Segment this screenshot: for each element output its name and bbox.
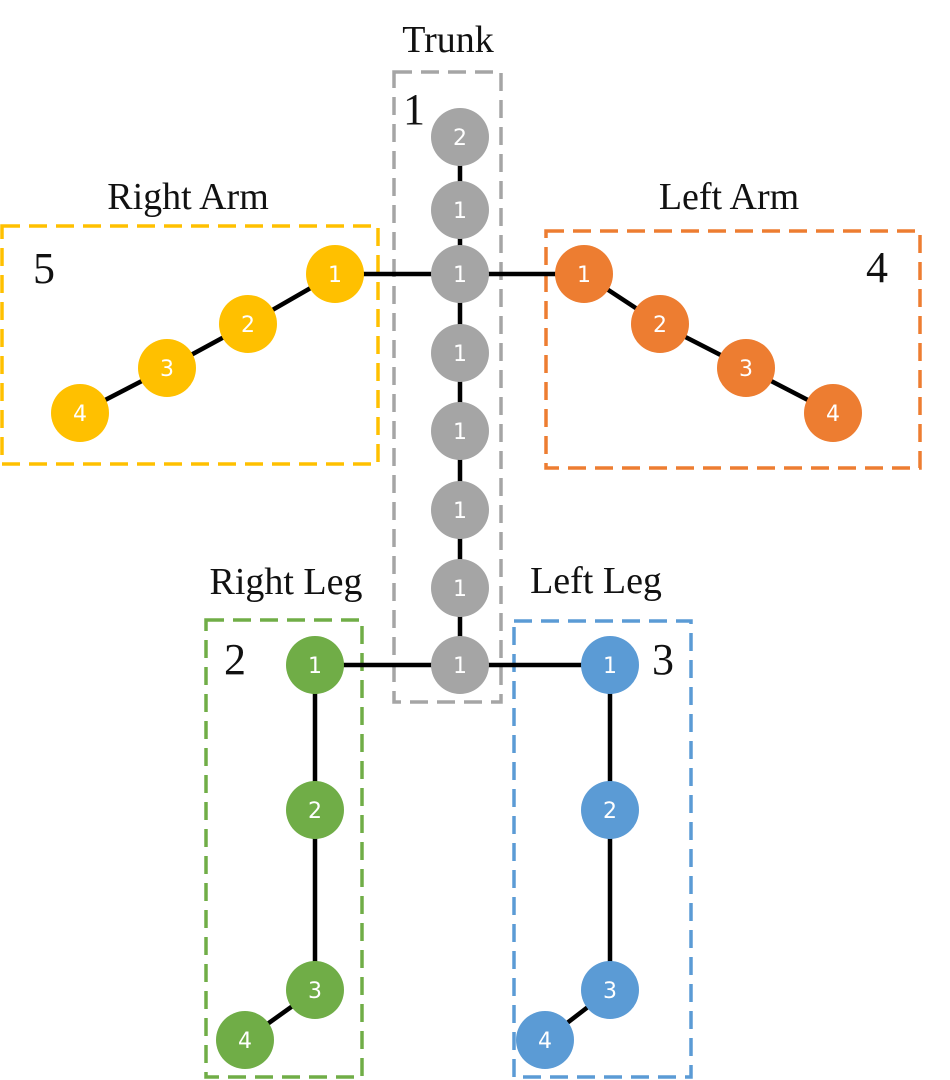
trunk-joint-circle	[431, 181, 489, 239]
right-leg-joint-label: 1	[308, 654, 322, 679]
left-arm-title: Left Arm	[659, 176, 799, 218]
right-leg-joint: 4	[216, 1011, 274, 1069]
right-leg-joint-circle	[286, 636, 344, 694]
left-leg-joint: 1	[581, 636, 639, 694]
trunk-joint-label: 1	[453, 499, 467, 524]
trunk-joint-circle	[431, 324, 489, 382]
right-arm-group-box	[0, 224, 380, 466]
trunk-group-box	[392, 70, 503, 704]
trunk-title: Trunk	[402, 19, 494, 61]
left-leg-joint: 3	[581, 961, 639, 1019]
right-arm-joint-circle	[306, 245, 364, 303]
right-arm-joint-label: 1	[328, 263, 342, 288]
left-arm-joint-label: 2	[653, 313, 667, 338]
right-arm-joint: 3	[138, 339, 196, 397]
trunk-joint: 1	[431, 481, 489, 539]
left-leg-joint-circle	[581, 781, 639, 839]
trunk-joint-circle	[431, 245, 489, 303]
right-arm-joint: 4	[51, 384, 109, 442]
right-arm-joint-circle	[219, 295, 277, 353]
right-arm-joint-label: 4	[73, 402, 87, 427]
left-leg-joint-label: 4	[538, 1029, 552, 1054]
left-leg-index: 3	[652, 635, 674, 684]
right-arm-joint-label: 2	[241, 313, 255, 338]
right-arm-index: 5	[33, 244, 55, 293]
left-leg-title: Left Leg	[530, 560, 662, 602]
trunk-joint-circle	[431, 481, 489, 539]
right-leg-index: 2	[224, 635, 246, 684]
left-arm-joint: 3	[717, 339, 775, 397]
right-arm-title: Right Arm	[107, 176, 269, 218]
trunk-joint-circle	[431, 636, 489, 694]
right-leg-joint-label: 2	[308, 799, 322, 824]
left-arm-joint-circle	[631, 295, 689, 353]
left-arm-joint-circle	[555, 245, 613, 303]
left-leg-joint-circle	[581, 636, 639, 694]
trunk-joint: 1	[431, 402, 489, 460]
trunk-joint: 1	[431, 245, 489, 303]
right-leg-joint: 1	[286, 636, 344, 694]
left-leg-joint: 4	[516, 1011, 574, 1069]
right-leg-joint-label: 3	[308, 979, 322, 1004]
trunk-joint-circle	[431, 108, 489, 166]
right-leg-joint: 2	[286, 781, 344, 839]
trunk-joint: 1	[431, 181, 489, 239]
right-leg-joint-circle	[286, 961, 344, 1019]
left-arm-joint: 1	[555, 245, 613, 303]
trunk-joint-label: 1	[453, 342, 467, 367]
left-leg-joint: 2	[581, 781, 639, 839]
trunk-joint: 2	[431, 108, 489, 166]
right-arm-joint-label: 3	[160, 357, 174, 382]
trunk-index: 1	[403, 85, 425, 134]
trunk-joint: 1	[431, 324, 489, 382]
left-arm-joint-circle	[804, 384, 862, 442]
left-leg-joint-circle	[581, 961, 639, 1019]
left-leg-joint-label: 2	[603, 799, 617, 824]
trunk-joint-label: 1	[453, 577, 467, 602]
trunk-joint-circle	[431, 559, 489, 617]
trunk-joint-label: 1	[453, 199, 467, 224]
right-arm-joint: 1	[306, 245, 364, 303]
left-leg-joint-label: 3	[603, 979, 617, 1004]
right-leg-title: Right Leg	[209, 561, 362, 603]
left-leg-joint-label: 1	[603, 654, 617, 679]
trunk-joint-label: 1	[453, 263, 467, 288]
trunk-joint: 1	[431, 636, 489, 694]
left-arm-joint-label: 3	[739, 357, 753, 382]
joints-layer: 2 1 1 1 1 1 1 1 1 2 3 4 1 2 3 4 1 2 3 4 1 2 3 4	[51, 108, 862, 1069]
trunk-joint-circle	[431, 402, 489, 460]
right-arm-joint-circle	[51, 384, 109, 442]
left-leg-joint-circle	[516, 1011, 574, 1069]
trunk-joint-label: 2	[453, 126, 467, 151]
left-leg-group-box	[512, 619, 693, 1079]
right-leg-joint-circle	[216, 1011, 274, 1069]
left-arm-joint: 4	[804, 384, 862, 442]
left-arm-index: 4	[866, 243, 888, 292]
trunk-joint-label: 1	[453, 420, 467, 445]
left-arm-joint-label: 1	[577, 263, 591, 288]
right-arm-joint-circle	[138, 339, 196, 397]
right-leg-joint-label: 4	[238, 1029, 252, 1054]
right-leg-joint: 3	[286, 961, 344, 1019]
trunk-joint: 1	[431, 559, 489, 617]
left-arm-joint-label: 4	[826, 402, 840, 427]
right-leg-group-box	[204, 618, 364, 1079]
left-arm-joint-circle	[717, 339, 775, 397]
right-arm-joint: 2	[219, 295, 277, 353]
trunk-joint-label: 1	[453, 654, 467, 679]
left-arm-group-box	[544, 229, 922, 470]
left-arm-joint: 2	[631, 295, 689, 353]
right-leg-joint-circle	[286, 781, 344, 839]
